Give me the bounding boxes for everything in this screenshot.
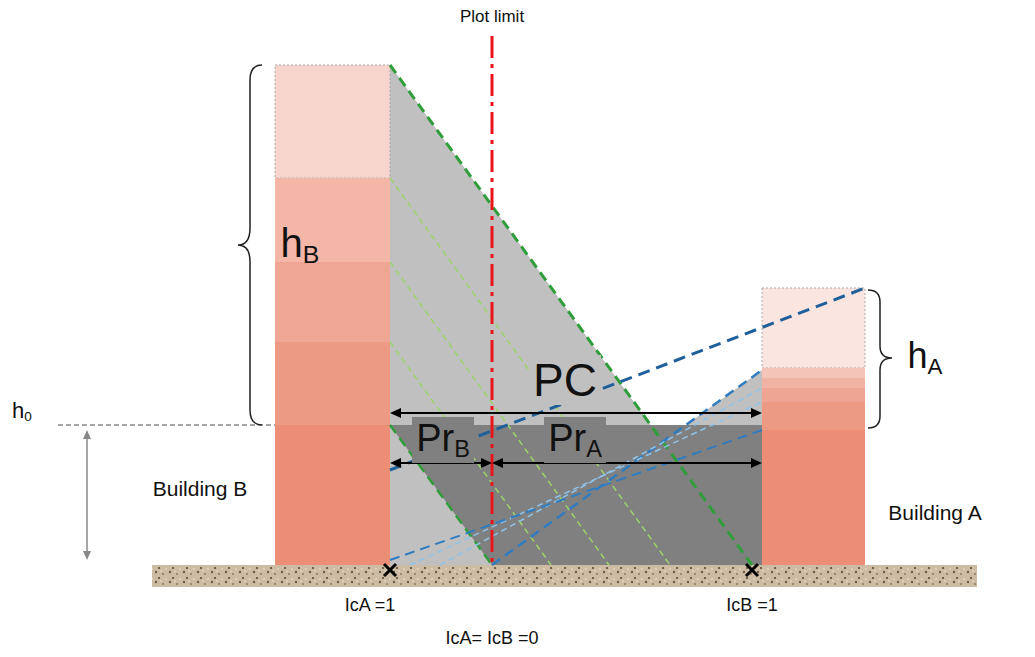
ha-brace xyxy=(868,290,892,428)
plot-limit-label: Plot limit xyxy=(460,8,524,25)
building-name: Building A xyxy=(888,502,981,523)
height-label: hA xyxy=(908,338,943,378)
coefficient-label: IcA= IcB =0 xyxy=(445,629,538,647)
plot-limit-line xyxy=(491,36,494,565)
cross-marks xyxy=(384,564,758,576)
building-name: Building B xyxy=(153,478,248,499)
building-b xyxy=(275,65,390,565)
coefficient-label: IcB =1 xyxy=(726,596,778,614)
hb-brace xyxy=(238,65,262,425)
distance-label: PC xyxy=(529,355,601,405)
coefficient-label: IcA =1 xyxy=(345,596,396,614)
h0-level-line xyxy=(58,424,275,426)
distance-arrows xyxy=(390,408,762,468)
h0-dimension-arrow xyxy=(83,430,91,560)
setback-lines-b xyxy=(390,65,752,565)
setback-lines-a xyxy=(390,288,865,565)
ground xyxy=(152,565,977,587)
building-a xyxy=(762,288,865,565)
height-label: h0 xyxy=(12,400,32,424)
height-label: hB xyxy=(281,223,320,268)
distance-label: PrA xyxy=(544,417,606,463)
distance-label: PrB xyxy=(412,417,474,463)
